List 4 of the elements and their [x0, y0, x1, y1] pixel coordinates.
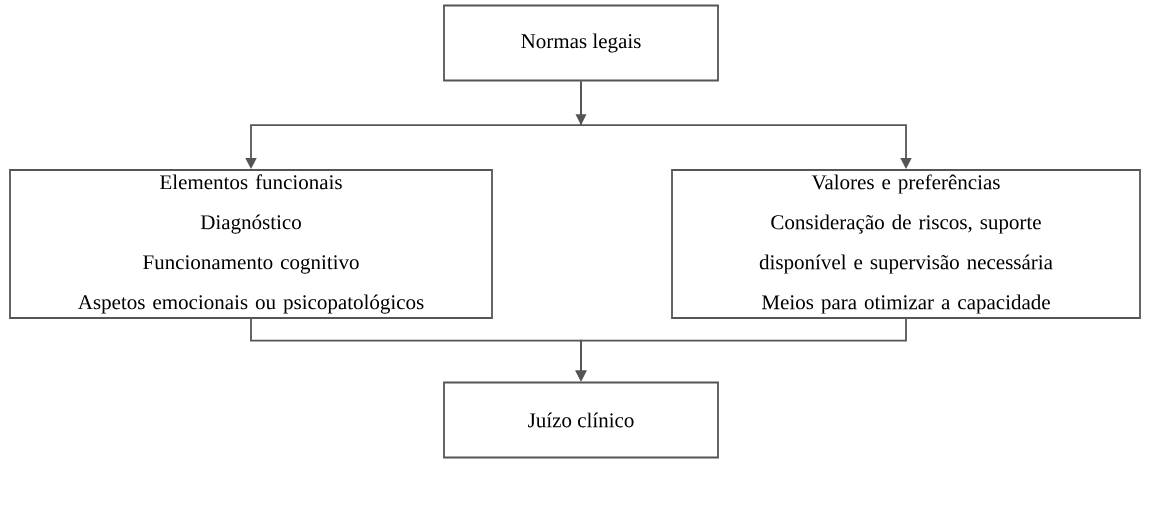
- box: Juízo clínico: [443, 381, 719, 459]
- box: Elementos funcionais Diagnóstico Funcionamento cognitivo Aspetos emocionais ou psicopatológicos: [9, 169, 493, 319]
- box: Normas legais: [443, 4, 719, 82]
- box: Valores e preferências Consideração de riscos, suporte disponível e supervisão necessária Meios para otimizar a capacidade: [671, 169, 1141, 319]
